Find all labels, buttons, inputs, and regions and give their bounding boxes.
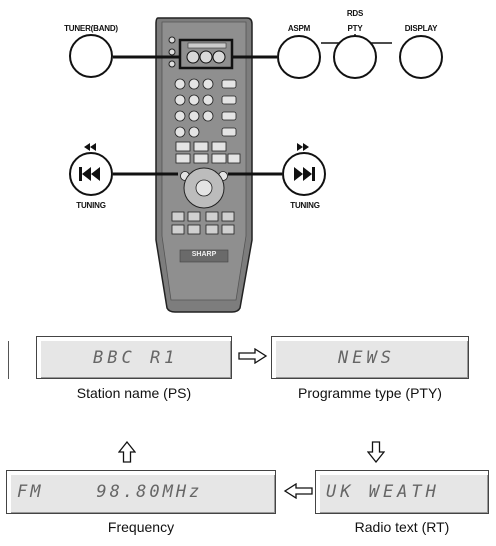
fast-forward-icon	[297, 143, 309, 151]
frequency-text: FM 98.80MHz	[17, 482, 203, 502]
tuning-left-label: TUNING	[76, 201, 106, 210]
rds-label: RDS	[346, 9, 364, 18]
programme-type-caption: Programme type (PTY)	[298, 385, 442, 401]
pty-callout-button	[333, 35, 377, 79]
skip-next-icon	[294, 167, 315, 181]
arrow-right-icon	[238, 348, 268, 364]
station-name-display: BBC R1	[36, 336, 232, 379]
arrow-up-icon	[118, 441, 136, 463]
tuner-band-label: TUNER(BAND)	[64, 24, 118, 33]
radio-text-display: UK WEATH	[315, 470, 489, 514]
display-label: DISPLAY	[404, 24, 438, 33]
arrow-left-icon	[283, 483, 313, 499]
display-callout-button	[399, 35, 443, 79]
remote-control	[155, 17, 253, 313]
frequency-display: FM 98.80MHz	[6, 470, 276, 514]
programme-type-display: NEWS	[271, 336, 469, 379]
remote-diagram	[69, 17, 443, 313]
arrow-down-icon	[367, 441, 385, 463]
rewind-icon	[84, 143, 96, 151]
pty-label: PTY	[347, 24, 363, 33]
tuner-band-callout-button	[69, 34, 113, 78]
remote-brand-logo: SHARP	[191, 251, 217, 258]
radio-text-caption: Radio text (RT)	[354, 519, 450, 535]
frequency-caption: Frequency	[107, 519, 175, 535]
radio-text-text: UK WEATH	[326, 482, 440, 502]
skip-previous-icon	[79, 167, 100, 181]
station-name-caption: Station name (PS)	[76, 385, 192, 401]
station-name-text: BBC R1	[93, 348, 179, 368]
aspm-label: ASPM	[287, 24, 311, 33]
programme-type-text: NEWS	[338, 348, 395, 368]
panel-edge	[8, 341, 12, 379]
leader-lines	[113, 34, 392, 176]
tuning-right-label: TUNING	[290, 201, 320, 210]
aspm-callout-button	[277, 35, 321, 79]
